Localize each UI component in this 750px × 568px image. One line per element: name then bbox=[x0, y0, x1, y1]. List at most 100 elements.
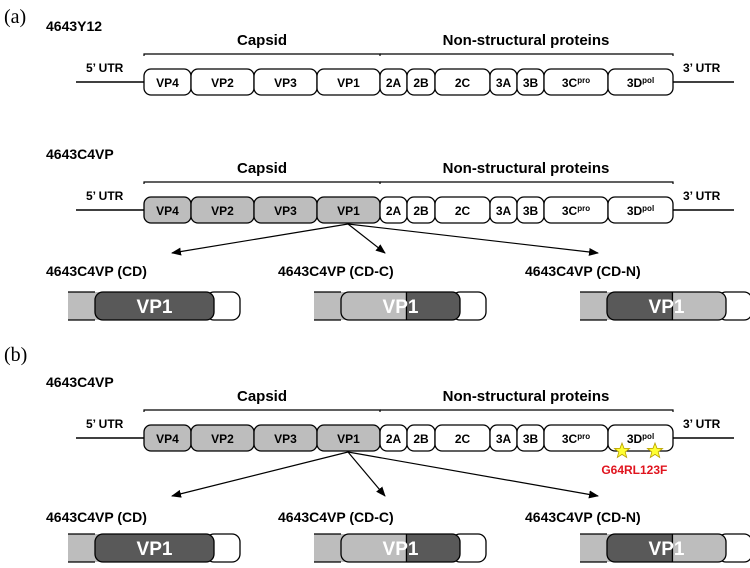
chimera-vp1-label: VP1 bbox=[383, 297, 419, 318]
construct-name: 4643C4VP bbox=[46, 374, 114, 390]
vp1-box-outline bbox=[94, 291, 215, 321]
gene-box-3d bbox=[607, 424, 674, 452]
chimera-vp1-label: VP1 bbox=[649, 539, 685, 560]
chimera-name: 4643C4VP (CD-C) bbox=[278, 263, 394, 279]
arrow-to-cd-n bbox=[347, 451, 599, 499]
vp1-light-region bbox=[672, 534, 726, 562]
gene-label-3d: 3Dpol bbox=[627, 76, 654, 90]
vp1-box-outline bbox=[340, 291, 461, 321]
vp1-box-outline bbox=[606, 533, 727, 563]
gene-label-vp1: VP1 bbox=[337, 76, 360, 90]
panel-label-a: (a) bbox=[4, 6, 26, 28]
gene-label-2b: 2B bbox=[413, 76, 429, 90]
mutation-star-icon bbox=[613, 441, 631, 459]
utr3-label: 3’ UTR bbox=[683, 417, 721, 431]
gene-label-2b: 2B bbox=[413, 204, 429, 218]
vp1-dark-region bbox=[607, 534, 673, 562]
chimera-segment: VP1 bbox=[68, 533, 241, 563]
chimera-segment: VP1 bbox=[314, 533, 487, 563]
capsid-bracket bbox=[143, 53, 381, 56]
capsid-bracket bbox=[143, 181, 381, 184]
mutation-label: L123F bbox=[633, 463, 668, 477]
gene-label-vp3: VP3 bbox=[274, 76, 297, 90]
chimera-name: 4643C4VP (CD-N) bbox=[525, 509, 641, 525]
gene-label-vp3: VP3 bbox=[274, 432, 297, 446]
gene-label-vp4: VP4 bbox=[156, 204, 179, 218]
gene-label-3c: 3Cpro bbox=[562, 204, 590, 218]
gene-label-2a: 2A bbox=[386, 204, 402, 218]
arrow-to-cd-c bbox=[347, 451, 386, 497]
utr3-label: 3’ UTR bbox=[683, 189, 721, 203]
chimera-name: 4643C4VP (CD-C) bbox=[278, 509, 394, 525]
mutation-star-icon bbox=[646, 441, 664, 459]
capsid-label: Capsid bbox=[237, 160, 287, 177]
chimera-vp1-label: VP1 bbox=[137, 297, 173, 318]
gene-label-3c: 3Cpro bbox=[562, 76, 590, 90]
utr5-label: 5’ UTR bbox=[86, 189, 124, 203]
nonstructural-label: Non-structural proteins bbox=[443, 160, 610, 177]
gene-label-2c: 2C bbox=[455, 204, 471, 218]
gene-label-vp1: VP1 bbox=[337, 204, 360, 218]
chimera-name: 4643C4VP (CD) bbox=[46, 509, 147, 525]
mutation-label: G64R bbox=[601, 463, 633, 477]
nonstructural-bracket bbox=[380, 53, 674, 56]
gene-label-3b: 3B bbox=[523, 204, 539, 218]
vp1-box-outline bbox=[606, 291, 727, 321]
vp1-light-region bbox=[672, 292, 726, 320]
vp1-dark-region bbox=[95, 292, 214, 320]
gene-label-2b: 2B bbox=[413, 432, 429, 446]
vp1-dark-region bbox=[607, 292, 673, 320]
gene-label-vp2: VP2 bbox=[211, 204, 234, 218]
vp1-box-outline bbox=[94, 533, 215, 563]
vp1-light-region bbox=[341, 534, 407, 562]
gene-label-2a: 2A bbox=[386, 76, 402, 90]
gene-label-vp4: VP4 bbox=[156, 76, 179, 90]
gene-label-2c: 2C bbox=[455, 76, 471, 90]
gene-label-2c: 2C bbox=[455, 432, 471, 446]
nonstructural-bracket bbox=[380, 181, 674, 184]
gene-label-vp1: VP1 bbox=[337, 432, 360, 446]
gene-label-3c: 3Cpro bbox=[562, 432, 590, 446]
gene-label-3a: 3A bbox=[496, 432, 512, 446]
arrow-to-cd bbox=[171, 223, 349, 256]
capsid-label: Capsid bbox=[237, 32, 287, 49]
chimera-segment: VP1 bbox=[580, 533, 750, 563]
capsid-label: Capsid bbox=[237, 388, 287, 405]
gene-label-vp2: VP2 bbox=[211, 432, 234, 446]
gene-label-3d: 3Dpol bbox=[627, 432, 654, 446]
arrow-to-cd bbox=[171, 451, 349, 498]
gene-label-vp4: VP4 bbox=[156, 432, 179, 446]
gene-label-3d: 3Dpol bbox=[627, 204, 654, 218]
nonstructural-label: Non-structural proteins bbox=[443, 32, 610, 49]
gene-label-vp2: VP2 bbox=[211, 76, 234, 90]
vp1-light-region bbox=[341, 292, 407, 320]
chimera-segment: VP1 bbox=[580, 291, 750, 321]
vp1-dark-region bbox=[95, 534, 214, 562]
chimera-vp1-label: VP1 bbox=[137, 539, 173, 560]
construct-name: 4643Y12 bbox=[46, 18, 102, 34]
utr3-label: 3’ UTR bbox=[683, 61, 721, 75]
nonstructural-bracket bbox=[380, 409, 674, 412]
construct-name: 4643C4VP bbox=[46, 146, 114, 162]
arrow-to-cd-n bbox=[347, 223, 599, 256]
vp1-dark-region bbox=[406, 534, 460, 562]
gene-box-3d bbox=[607, 196, 674, 224]
chimera-segment: VP1 bbox=[314, 291, 487, 321]
nonstructural-label: Non-structural proteins bbox=[443, 388, 610, 405]
chimera-name: 4643C4VP (CD) bbox=[46, 263, 147, 279]
utr5-label: 5’ UTR bbox=[86, 61, 124, 75]
chimera-vp1-label: VP1 bbox=[649, 297, 685, 318]
chimera-name: 4643C4VP (CD-N) bbox=[525, 263, 641, 279]
vp1-box-outline bbox=[340, 533, 461, 563]
chimera-vp1-label: VP1 bbox=[383, 539, 419, 560]
gene-label-vp3: VP3 bbox=[274, 204, 297, 218]
gene-label-3a: 3A bbox=[496, 76, 512, 90]
vp1-dark-region bbox=[406, 292, 460, 320]
utr5-label: 5’ UTR bbox=[86, 417, 124, 431]
gene-label-3a: 3A bbox=[496, 204, 512, 218]
gene-box-3d bbox=[607, 68, 674, 96]
panel-label-b: (b) bbox=[4, 344, 27, 366]
gene-label-3b: 3B bbox=[523, 432, 539, 446]
arrow-to-cd-c bbox=[347, 223, 386, 254]
